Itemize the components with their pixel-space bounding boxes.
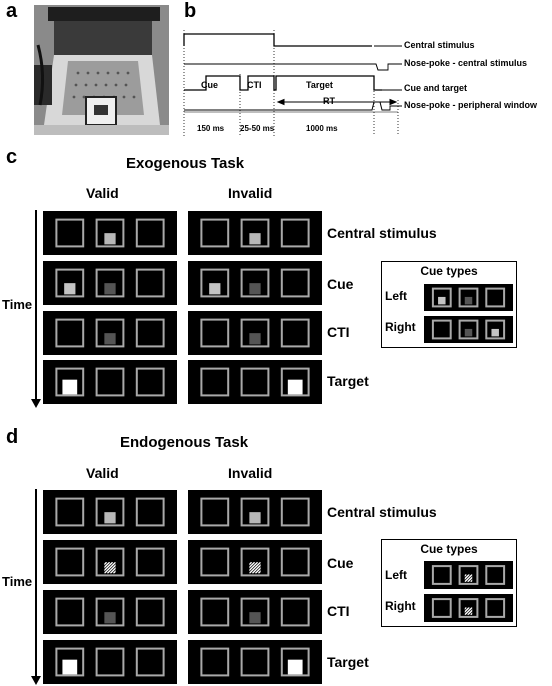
signal-label-central-stimulus: Central stimulus [404,40,475,50]
endo-time-label: Time [2,574,33,589]
endo-invalid-frame-3 [188,640,322,684]
duration-cue: 150 ms [197,124,225,133]
exo-row-target: Target [327,373,369,389]
exo-invalid-frame-3 [188,360,322,404]
rt-label: RT [323,96,335,106]
duration-target: 1000 ms [306,124,338,133]
exo-col-invalid: Invalid [228,185,273,201]
timeline-diagram [183,30,402,136]
endo-row-cue: Cue [327,555,354,571]
exo-valid-frame-3 [43,360,177,404]
endo-row-cti: CTI [327,603,350,619]
exo-row-cue: Cue [327,276,354,292]
endo-valid-frame-2 [43,590,177,634]
panel-letter-d: d [6,426,19,448]
endo-cue-type-right-frame [424,594,513,622]
endo-valid-frame-0 [43,490,177,534]
exogenous-task-title: Exogenous Task [126,155,245,172]
apparatus-photo [34,5,169,135]
exo-time-label: Time [2,297,33,312]
panel-letter-a: a [6,0,18,22]
endogenous-task-title: Endogenous Task [120,434,249,451]
phase-label-cue: Cue [201,80,219,90]
exo-invalid-frame-1 [188,261,322,305]
exo-cue-types-left: Left [385,289,407,303]
endo-valid-frame-1 [43,540,177,584]
signal-label-nosepoke-central: Nose-poke - central stimulus [404,58,528,68]
exo-invalid-frame-2 [188,311,322,355]
exo-cue-types-box: Cue types Left Right [381,261,517,348]
endo-cue-types-left: Left [385,568,407,582]
endo-row-central-stimulus: Central stimulus [327,504,437,520]
duration-cti: 25-50 ms [240,124,275,133]
endo-time-arrow [31,489,41,685]
exo-cue-types-title: Cue types [420,264,478,278]
exo-valid-frame-1 [43,261,177,305]
exo-cue-types-right: Right [385,320,416,334]
endo-col-valid: Valid [86,465,119,481]
exo-time-arrow [31,210,41,408]
exo-cue-type-right-frame [424,316,513,343]
exo-valid-frame-2 [43,311,177,355]
exo-row-central-stimulus: Central stimulus [327,225,437,241]
endo-cue-types-title: Cue types [420,542,478,556]
panel-letter-b: b [184,0,197,22]
signal-label-cue-and-target: Cue and target [404,83,468,93]
exo-valid-frame-0 [43,211,177,255]
signal-label-nosepoke-peripheral: Nose-poke - peripheral window [404,100,538,110]
endo-valid-frame-3 [43,640,177,684]
endo-invalid-frame-2 [188,590,322,634]
endo-cue-type-left-frame [424,561,513,589]
exo-cue-type-left-frame [424,284,513,311]
endo-row-target: Target [327,654,369,670]
phase-label-target: Target [306,80,333,90]
exo-col-valid: Valid [86,185,119,201]
phase-label-cti: CTI [247,80,262,90]
endo-cue-types-box: Cue types Left Right [381,539,517,627]
exo-invalid-frame-0 [188,211,322,255]
endo-cue-types-right: Right [385,599,416,613]
exo-row-cti: CTI [327,324,350,340]
endo-invalid-frame-0 [188,490,322,534]
panel-letter-c: c [6,146,18,168]
endo-col-invalid: Invalid [228,465,273,481]
endo-invalid-frame-1 [188,540,322,584]
